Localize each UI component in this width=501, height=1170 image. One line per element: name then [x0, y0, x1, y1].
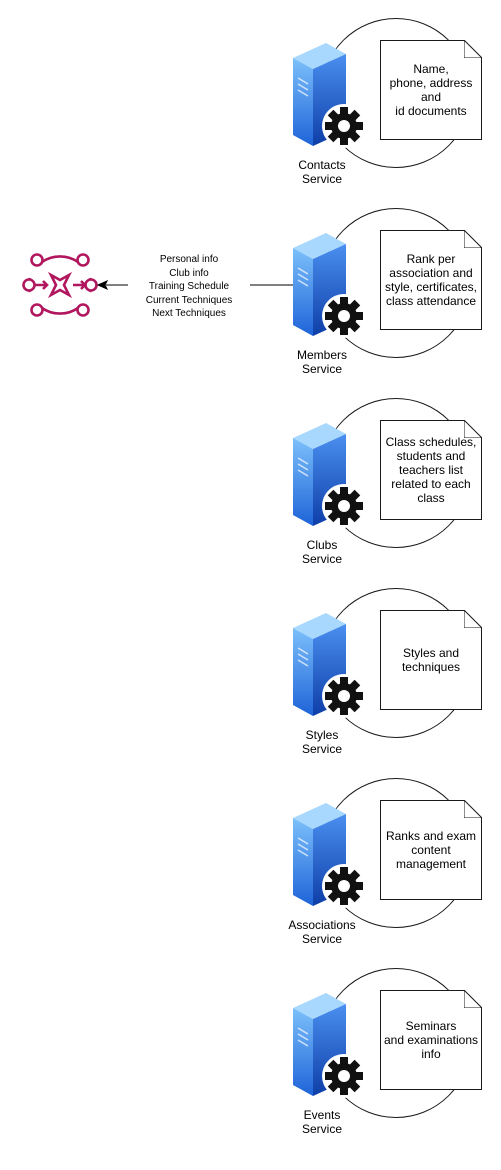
- server-gear-icon: [293, 613, 366, 718]
- document-fold: [464, 230, 482, 248]
- service-name: Associations Service: [288, 918, 356, 946]
- service-description: Ranks and exam content management: [385, 829, 477, 871]
- document-fold: [464, 40, 482, 58]
- document-fold: [464, 990, 482, 1008]
- service-name: Styles Service: [301, 728, 342, 756]
- server-gear-icon: [293, 993, 366, 1098]
- service-description: Seminars and examinations info: [383, 1019, 479, 1061]
- document-fold: [464, 610, 482, 628]
- document-fold: [464, 420, 482, 438]
- service-description: Name, phone, address and id documents: [389, 62, 473, 118]
- api-gateway-icon: [22, 253, 98, 317]
- service-node-5: Seminars and examinations info Events Se…: [0, 950, 501, 1140]
- service-description: Class schedules, students and teachers l…: [385, 435, 477, 505]
- service-name: Members Service: [296, 348, 347, 376]
- server-gear-icon: [293, 803, 366, 908]
- connector-label: Personal info Club info Training Schedul…: [128, 253, 250, 321]
- service-description: Styles and techniques: [401, 646, 461, 674]
- service-description: Rank per association and style, certific…: [384, 252, 478, 308]
- service-node-1: Rank per association and style, certific…: [0, 190, 501, 380]
- service-node-3: Styles and techniques Styles Service: [0, 570, 501, 760]
- service-name: Clubs Service: [301, 538, 342, 566]
- service-node-4: Ranks and exam content management Associ…: [0, 760, 501, 950]
- service-node-2: Class schedules, students and teachers l…: [0, 380, 501, 570]
- service-node-0: Name, phone, address and id documents Co…: [0, 0, 501, 190]
- document-fold: [464, 800, 482, 818]
- server-gear-icon: [293, 423, 366, 528]
- server-gear-icon: [293, 233, 366, 338]
- service-name: Events Service: [301, 1108, 342, 1136]
- server-gear-icon: [293, 43, 366, 148]
- service-name: Contacts Service: [298, 158, 346, 186]
